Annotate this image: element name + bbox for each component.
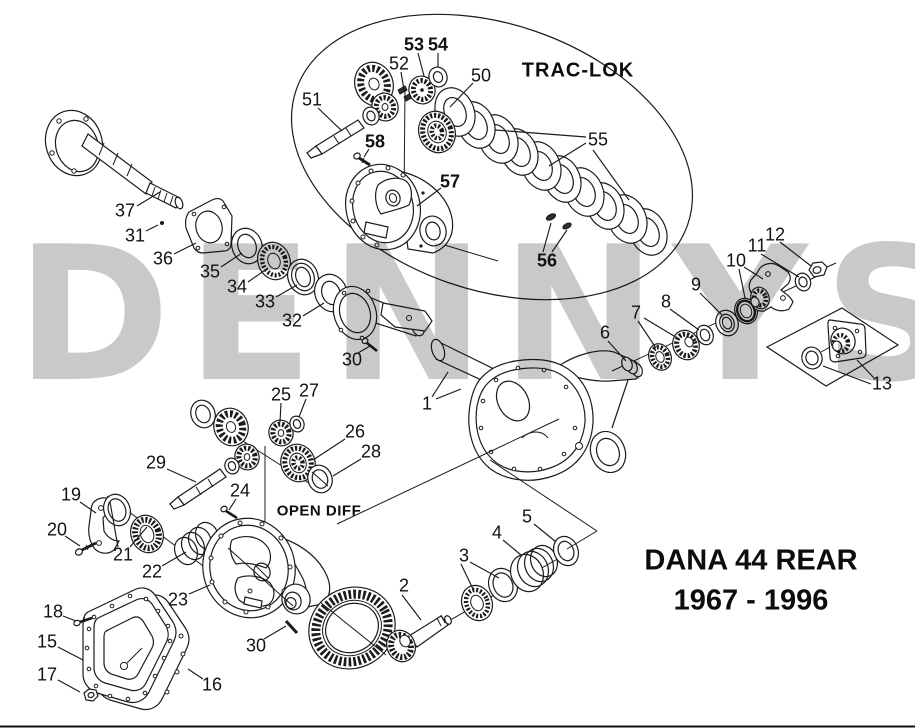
trac-lok-assembly (290, 13, 694, 301)
construction-lines (336, 418, 598, 550)
washer-11 (794, 272, 812, 292)
cover-bolt-18 (73, 616, 93, 627)
pinion-bearing-7 (648, 343, 672, 371)
carrier-bearing-21 (130, 514, 164, 554)
diff-pinion-lower (234, 443, 260, 471)
cap-bolt-20 (74, 541, 97, 556)
roll-pin-30 (283, 619, 299, 636)
axle-shaft-37 (44, 109, 184, 210)
open-diff-gear-cluster (169, 399, 333, 533)
retainer-plate-36 (185, 198, 233, 254)
thrust-washer-left (190, 399, 216, 429)
axle-housing (430, 338, 642, 481)
trac-lok-case-57 (345, 163, 454, 254)
ring-gear-2 (308, 586, 396, 670)
diff-cover-15 (82, 587, 177, 704)
flange-bearing-13 (801, 346, 831, 370)
washer-8 (696, 324, 714, 346)
lock-pin-58 (353, 152, 371, 167)
pinion-gear-7 (672, 329, 700, 361)
ring-and-pinion-group (308, 535, 580, 670)
clutch-disc-stack (434, 87, 668, 256)
side-gear-26 (280, 443, 316, 483)
side-gear-left (213, 407, 249, 447)
crush-sleeve-6 (621, 356, 643, 378)
cross-shaft-51 (306, 119, 365, 159)
companion-flange-13 (827, 319, 867, 363)
washer-9 (715, 309, 739, 337)
pinion-parts-row (611, 261, 837, 378)
bearing-race-21 (103, 493, 131, 527)
diff-case-23 (202, 517, 331, 636)
clutch-clips (545, 213, 572, 230)
lock-ball-31 (160, 221, 164, 225)
washer-5 (552, 535, 580, 567)
thrust-washer-lower (224, 457, 240, 475)
pinion-gear-53 (408, 75, 436, 105)
pinion-support-assembly (332, 285, 433, 353)
pinion-bearing-3 (460, 584, 494, 622)
crush-collar-4 (509, 544, 559, 593)
pinion-yoke (748, 262, 794, 312)
companion-flange-box (765, 307, 900, 387)
thrust-washer-54 (428, 66, 448, 88)
diff-pinion-25 (268, 419, 294, 447)
callout-leader-lines (57, 52, 875, 693)
thrust-washer-27 (289, 415, 305, 433)
thrust-washer-28 (307, 464, 333, 494)
lock-bolt-24 (220, 505, 238, 520)
pinion-gear-shaft-2 (386, 614, 452, 663)
fill-plug-17 (83, 688, 99, 702)
thrust-washer-small (362, 106, 380, 126)
cross-shaft-29 (169, 468, 227, 510)
bolt-30-upper (361, 337, 378, 353)
pinion-nut-12 (808, 261, 837, 278)
bearing-34 (257, 241, 291, 281)
diff-cover-group (73, 587, 190, 711)
side-gear-50 (418, 110, 456, 154)
